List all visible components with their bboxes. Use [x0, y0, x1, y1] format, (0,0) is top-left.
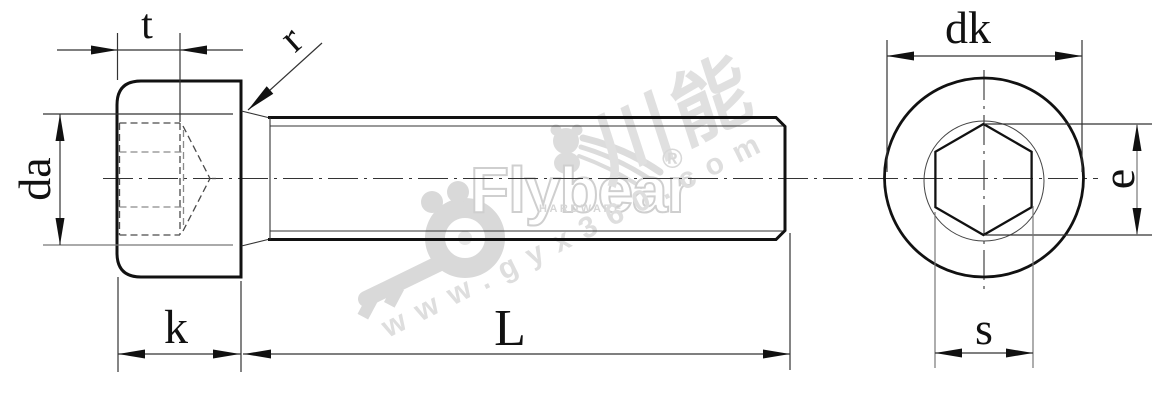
dim-label-fillet-radius: r	[271, 17, 312, 61]
flying-bear-logo	[550, 124, 664, 189]
watermark-brand-text: Flybear	[470, 154, 691, 226]
dim-label-head-diameter: dk	[945, 2, 991, 53]
underhead-fillet-bottom	[241, 238, 269, 247]
socket-counterbore-circle	[923, 120, 1045, 242]
dim-label-screw-length: L	[494, 300, 526, 357]
drill-point-hidden-line	[182, 178, 211, 232]
side-view	[115, 79, 787, 279]
dim-label-socket-depth: t	[141, 2, 153, 48]
key-logo	[357, 181, 506, 320]
end-view	[883, 76, 1085, 279]
dim-label-underhead-diameter: da	[9, 157, 60, 200]
screw-head-outline	[115, 79, 243, 279]
dim-label-socket-width: s	[975, 303, 993, 354]
hex-socket-hidden-lines	[118, 122, 216, 236]
dim-label-head-height: k	[164, 301, 188, 354]
dimension-arrowheads	[55, 45, 1142, 359]
centerlines	[103, 70, 1098, 293]
screw-shank	[241, 110, 787, 247]
registered-mark: ®	[662, 143, 683, 174]
dimension-linework	[43, 33, 1152, 372]
drill-point-hidden-line	[182, 125, 211, 179]
socket-hexagon	[934, 122, 1033, 237]
watermark: Flybear HARDWARE www.gyx360.com 川能 ®	[357, 38, 777, 345]
underhead-fillet-top	[241, 110, 269, 119]
dim-label-socket-corner-distance: e	[1093, 169, 1144, 189]
shank-outline	[268, 116, 787, 241]
watermark-tagline-text: HARDWARE	[539, 203, 624, 215]
head-circle	[883, 76, 1085, 279]
